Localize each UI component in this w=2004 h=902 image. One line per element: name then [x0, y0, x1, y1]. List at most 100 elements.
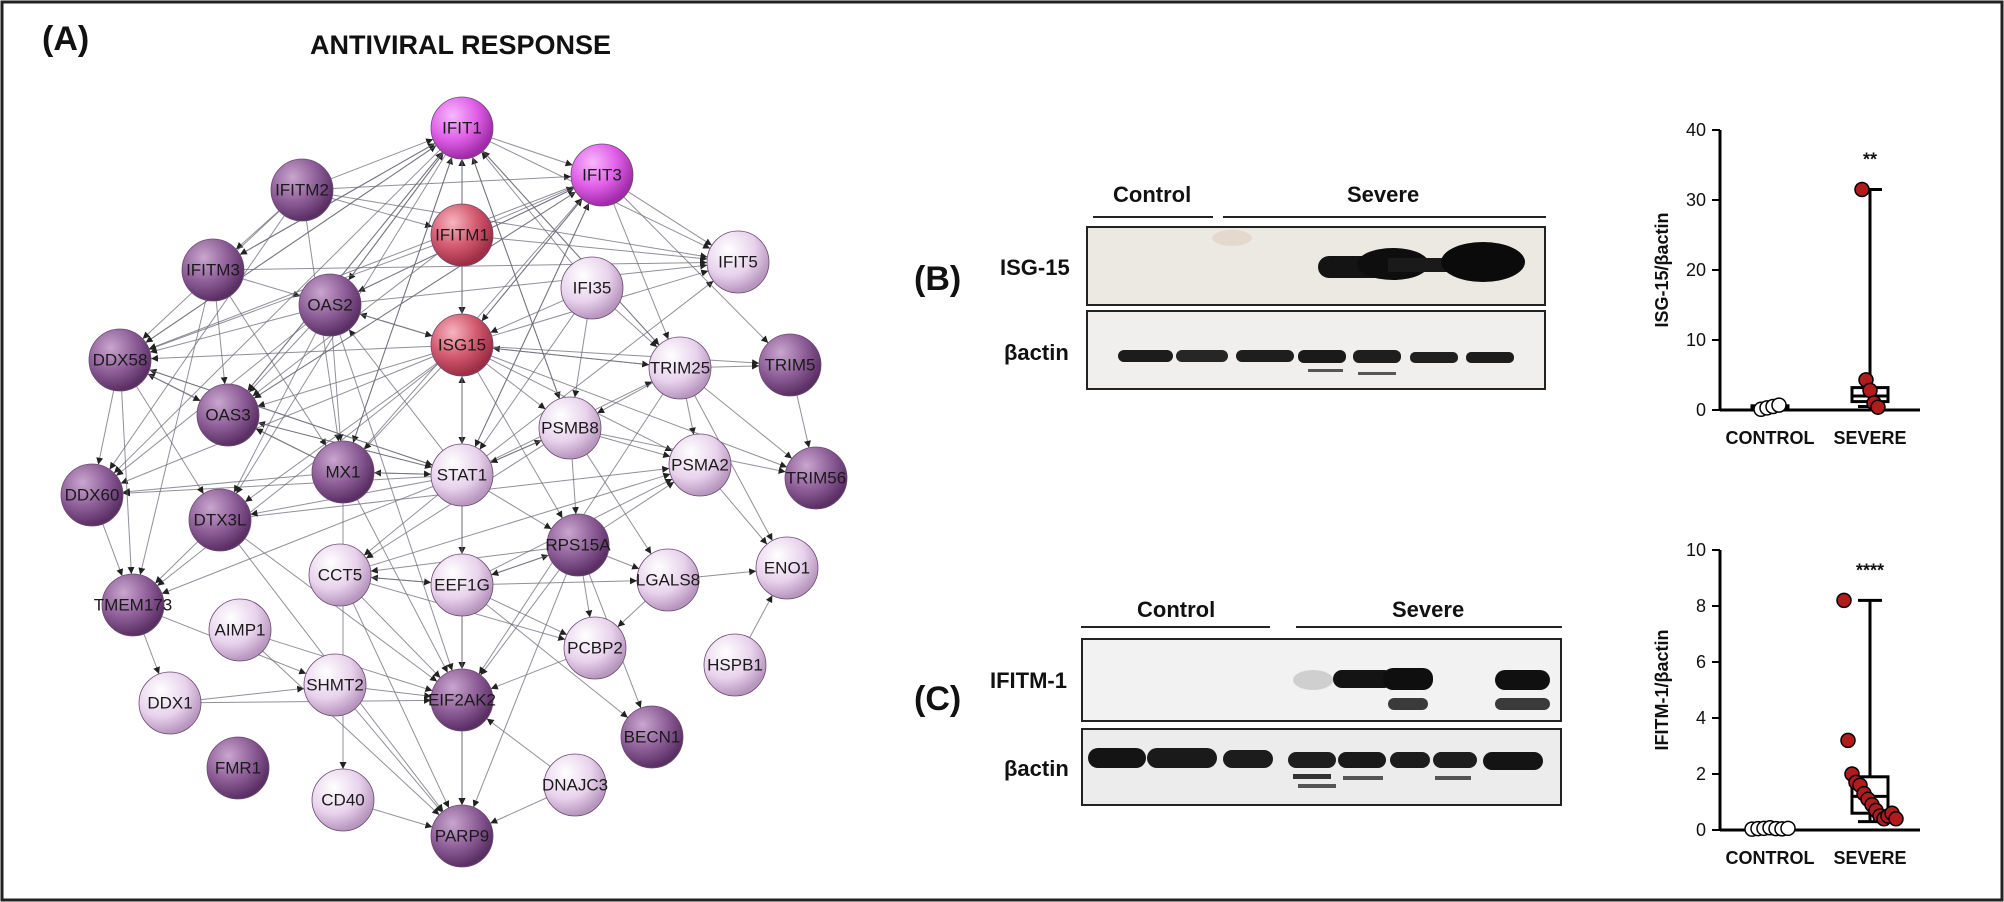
- node-label: DDX60: [65, 485, 120, 504]
- data-point: [1780, 820, 1796, 837]
- network-node: RPS15A: [545, 513, 611, 577]
- y-axis-label: IFITM-1/βactin: [1652, 630, 1672, 751]
- network-edge: [352, 157, 453, 443]
- network-edge: [244, 538, 438, 682]
- network-edge: [332, 173, 572, 189]
- node-label: BECN1: [624, 727, 681, 746]
- node-label: TRIM56: [786, 468, 846, 487]
- network-edge: [606, 555, 640, 570]
- network-edge: [247, 151, 443, 392]
- network-node: TRIM56: [784, 446, 848, 510]
- network-edge: [572, 318, 588, 398]
- network-edge: [703, 387, 793, 459]
- node-label: IFI35: [573, 278, 612, 297]
- network-edge: [627, 191, 713, 246]
- network-edge: [623, 196, 769, 344]
- network-edge: [239, 142, 436, 256]
- node-label: DTX3L: [194, 510, 247, 529]
- node-circle: [430, 443, 494, 507]
- network-edge: [113, 149, 441, 474]
- network-edge: [373, 470, 432, 478]
- network-edge: [330, 138, 434, 180]
- x-tick-label: SEVERE: [1833, 848, 1906, 868]
- network-node: PARP9: [430, 804, 494, 868]
- network-node: AIMP1: [208, 598, 272, 662]
- node-circle: [755, 536, 819, 600]
- network-edge: [136, 386, 204, 494]
- network-node: IFITM2: [270, 158, 334, 222]
- node-label: DNAJC3: [542, 775, 608, 794]
- node-label: DDX58: [93, 350, 148, 369]
- y-tick-label: 0: [1696, 820, 1706, 840]
- y-tick-label: 40: [1686, 120, 1706, 140]
- data-point: [1870, 399, 1886, 415]
- significance-label: **: [1863, 150, 1877, 170]
- network-edge: [138, 300, 207, 575]
- node-circle: [303, 653, 367, 717]
- network-edge: [257, 353, 433, 408]
- network-edge: [486, 280, 714, 457]
- network-edge: [360, 262, 708, 303]
- network-node: MX1: [311, 440, 375, 504]
- network-edge: [596, 382, 654, 414]
- network-edge: [490, 797, 547, 824]
- network-edge: [244, 362, 438, 503]
- network-edge: [490, 355, 788, 468]
- network-edge: [489, 597, 568, 636]
- network-edge: [710, 362, 760, 370]
- node-circle: [668, 433, 732, 497]
- network-graph: IFIT1IFIT3IFITM2IFITM1IFIT5IFITM3OAS2IFI…: [60, 96, 848, 868]
- network-edge: [492, 347, 650, 368]
- network-edge: [255, 428, 316, 459]
- network-node: BECN1: [620, 705, 684, 769]
- node-circle: [181, 238, 245, 302]
- network-edge: [614, 308, 658, 348]
- data-point: [1854, 181, 1870, 198]
- network-edge: [352, 602, 450, 809]
- network-edge: [749, 595, 773, 638]
- network-node: PCBP2: [563, 616, 627, 680]
- node-label: LGALS8: [636, 570, 700, 589]
- network-node: PSMA2: [668, 433, 732, 497]
- y-axis-label: ISG-15/βactin: [1652, 212, 1672, 327]
- network-edge: [481, 151, 573, 265]
- network-edge: [582, 575, 593, 618]
- node-circle: [430, 553, 494, 617]
- network-edge: [354, 708, 443, 813]
- y-tick-label: 4: [1696, 708, 1706, 728]
- network-node: EIF2AK2: [428, 668, 496, 732]
- network-edge: [242, 278, 301, 298]
- node-circle: [196, 383, 260, 447]
- node-circle: [706, 230, 770, 294]
- node-label: IFITM2: [275, 180, 329, 199]
- network-node: PSMB8: [538, 396, 602, 460]
- network-node: TMEM173: [94, 573, 172, 637]
- y-tick-label: 10: [1686, 540, 1706, 560]
- network-edge: [685, 398, 696, 435]
- node-circle: [88, 328, 152, 392]
- node-circle: [270, 158, 334, 222]
- network-node: TRIM25: [648, 336, 712, 400]
- network-edge: [472, 573, 567, 808]
- network-edge: [96, 390, 115, 465]
- y-tick-label: 20: [1686, 260, 1706, 280]
- node-circle: [311, 768, 375, 832]
- network-edge: [331, 197, 433, 229]
- network-node: IFI35: [560, 256, 624, 320]
- network-edge: [229, 295, 327, 447]
- network-node: STAT1: [430, 443, 494, 507]
- network-node: OAS3: [196, 383, 260, 447]
- network-edge: [161, 485, 434, 595]
- network-edge: [490, 299, 564, 334]
- node-label: MX1: [326, 462, 361, 481]
- network-edge: [200, 685, 305, 701]
- blot-ifitm1: [1081, 638, 1562, 722]
- network-edge: [474, 202, 590, 448]
- network-node: DDX58: [88, 328, 152, 392]
- box-series: [1750, 397, 1790, 418]
- panel-b-control-label: Control: [1113, 182, 1192, 207]
- network-edge: [331, 335, 344, 442]
- node-label: AIMP1: [214, 620, 265, 639]
- node-circle: [188, 488, 252, 552]
- y-tick-label: 0: [1696, 400, 1706, 420]
